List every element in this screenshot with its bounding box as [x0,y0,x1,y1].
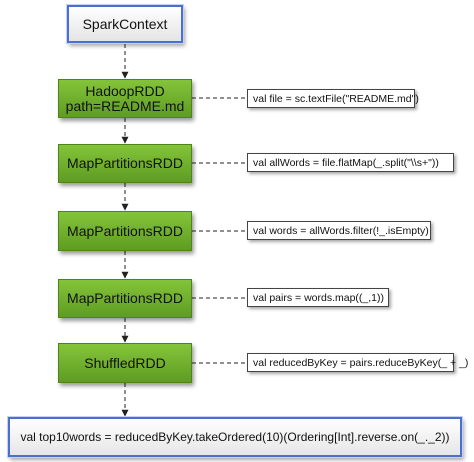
code-note-text: val reducedByKey = pairs.reduceByKey(_ +… [253,356,469,369]
code-note: val reducedByKey = pairs.reduceByKey(_ +… [247,353,468,372]
rdd-name: MapPartitionsRDD [67,290,183,306]
code-note: val pairs = words.map((_,1)) [247,288,389,307]
spark-context-node: SparkContext [67,5,183,43]
code-note-text: val pairs = words.map((_,1)) [253,291,384,304]
rdd-subtitle: path=README.md [65,97,185,114]
code-note: val allWords = file.flatMap(_.split("\\s… [247,153,454,172]
code-note-text: val file = sc.textFile("README.md") [253,92,419,105]
spark-context-label: SparkContext [82,16,168,32]
rdd-node-hadoop: HadoopRDD path=README.md [58,79,192,118]
rdd-name: ShuffledRDD [84,354,166,371]
rdd-name: HadoopRDD [85,82,165,99]
code-note-text: val words = allWords.filter(!_.isEmpty) [253,224,429,237]
rdd-node-map2: MapPartitionsRDD [58,211,192,251]
rdd-node-map3: MapPartitionsRDD [58,279,192,318]
rdd-node-shuffled: ShuffledRDD [58,343,192,383]
code-note: val words = allWords.filter(!_.isEmpty) [247,221,431,240]
final-action-node: val top10words = reducedByKey.takeOrdere… [8,417,462,457]
code-note: val file = sc.textFile("README.md") [247,89,419,108]
code-note-text: val allWords = file.flatMap(_.split("\\s… [253,156,439,169]
rdd-node-map1: MapPartitionsRDD [58,144,192,183]
rdd-name: MapPartitionsRDD [67,155,183,171]
final-action-text: val top10words = reducedByKey.takeOrdere… [20,430,450,444]
rdd-name: MapPartitionsRDD [67,222,183,239]
